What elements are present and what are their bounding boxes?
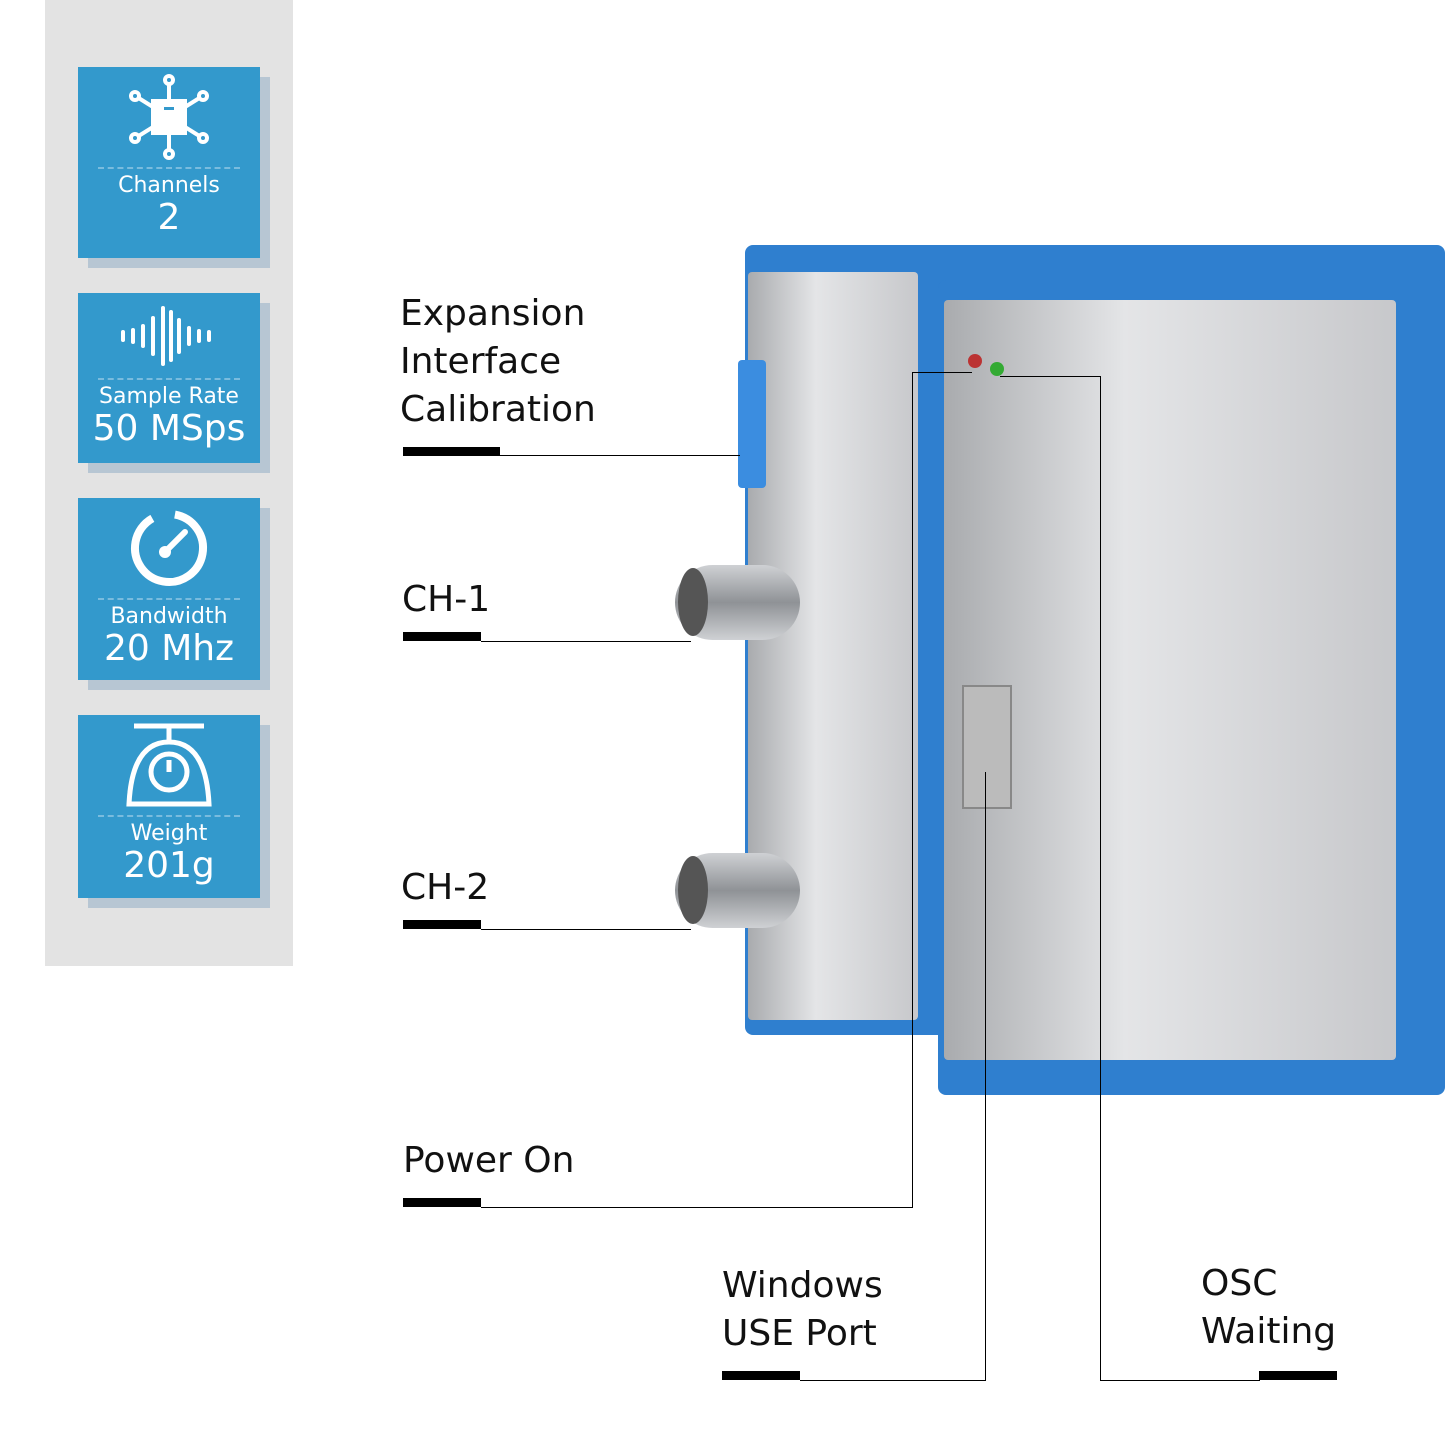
callout-bar: [403, 920, 481, 929]
leader-line: [500, 455, 740, 456]
callout-usb: Windows USE Port: [722, 1262, 883, 1358]
leader-line: [481, 929, 691, 930]
scale-icon: [78, 715, 260, 815]
callout-power: Power On: [403, 1140, 575, 1181]
spec-label: Channels: [118, 173, 220, 198]
spec-card-sample-rate: Sample Rate 50 MSps: [78, 293, 260, 463]
callout-line: Interface: [400, 341, 562, 382]
callout-line: Expansion: [400, 293, 586, 334]
leader-line: [985, 772, 986, 1381]
callout-bar: [722, 1371, 800, 1380]
leader-line: [1100, 1380, 1260, 1381]
callout-line: USE Port: [722, 1313, 877, 1354]
callout-bar: [403, 447, 500, 456]
spec-value: 20 Mhz: [103, 628, 235, 669]
callout-line: OSC: [1201, 1263, 1278, 1304]
callout-line: Windows: [722, 1265, 883, 1306]
spec-card-bandwidth: Bandwidth 20 Mhz: [78, 498, 260, 680]
callout-ch2: CH-2: [401, 867, 490, 908]
callout-line: Waiting: [1201, 1311, 1337, 1352]
spec-card-channels: Channels 2: [78, 67, 260, 258]
usb-port: [962, 685, 1012, 809]
spec-label: Sample Rate: [99, 384, 239, 409]
spec-panel: Channels 2 Sample Rate 50 MSps Bandwidth…: [45, 0, 293, 966]
spec-label: Weight: [130, 821, 208, 846]
spec-value: 50 MSps: [92, 408, 246, 449]
leader-line: [800, 1380, 986, 1381]
callout-osc: OSC Waiting: [1201, 1260, 1336, 1356]
leader-line: [1100, 376, 1101, 1381]
waveform-icon: [78, 293, 260, 378]
spec-value: 201g: [123, 845, 215, 886]
spec-label: Bandwidth: [110, 604, 228, 629]
gauge-icon: [78, 498, 260, 598]
leader-line: [912, 372, 972, 373]
leader-line: [1000, 376, 1100, 377]
leader-line: [912, 372, 913, 1208]
power-led: [968, 354, 982, 368]
spec-value: 2: [157, 197, 181, 238]
expansion-port: [738, 360, 766, 488]
status-led: [990, 362, 1004, 376]
callout-expansion: Expansion Interface Calibration: [400, 290, 596, 434]
leader-line: [481, 1207, 913, 1208]
callout-ch1: CH-1: [402, 579, 491, 620]
callout-bar: [1259, 1371, 1337, 1380]
callout-bar: [403, 1198, 481, 1207]
callout-bar: [403, 632, 481, 641]
callout-line: Calibration: [400, 389, 596, 430]
spec-card-weight: Weight 201g: [78, 715, 260, 898]
channels-icon: [78, 67, 260, 167]
leader-line: [481, 641, 691, 642]
